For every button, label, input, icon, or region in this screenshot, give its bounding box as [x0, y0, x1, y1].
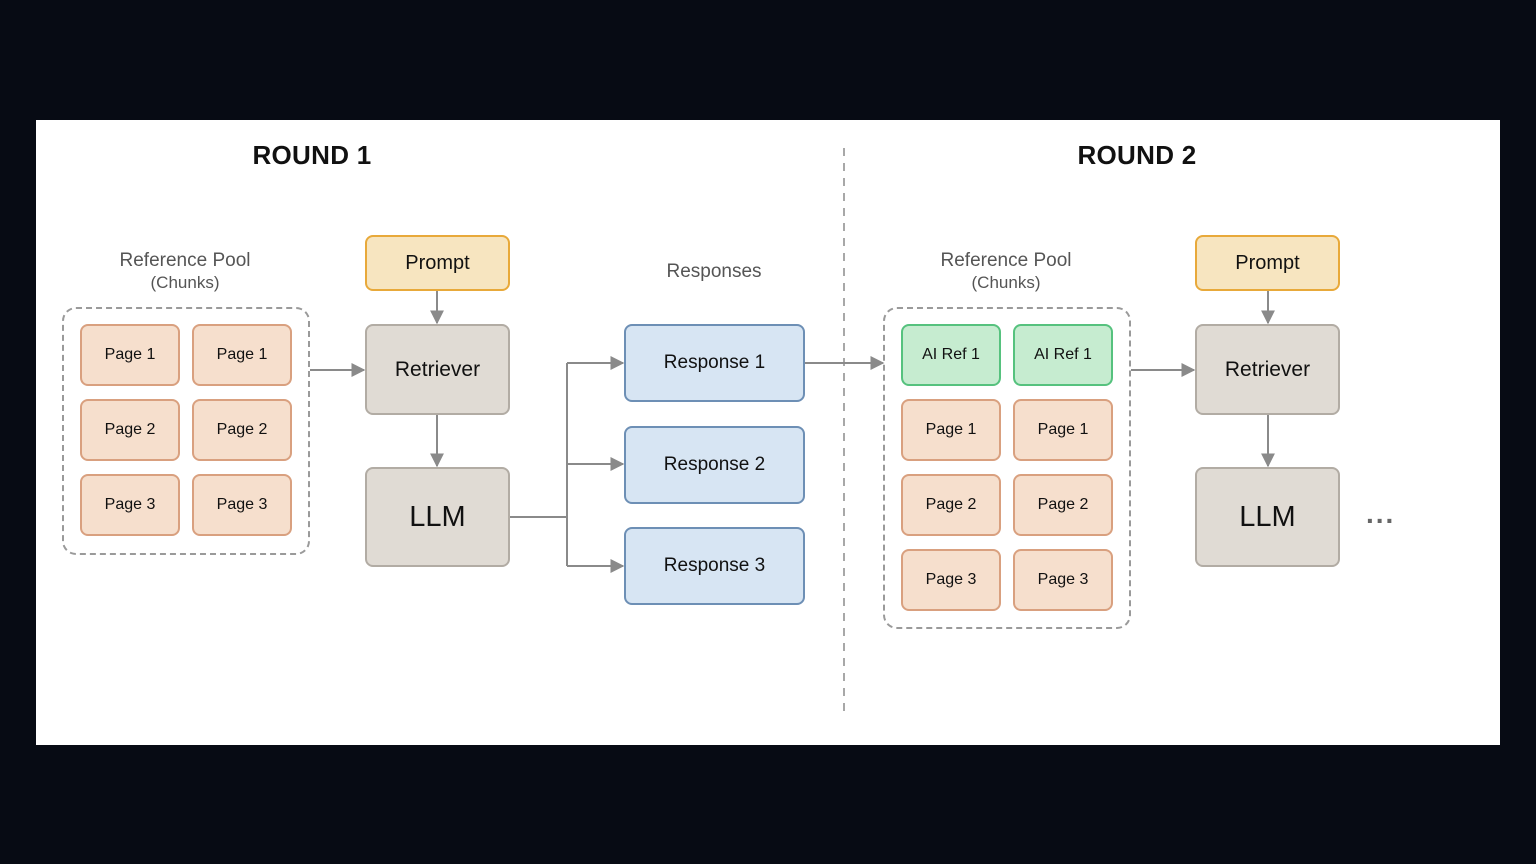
- page-chunk: Page 2: [1013, 474, 1113, 536]
- response-box: Response 1: [624, 324, 805, 402]
- connectors: [310, 148, 1275, 712]
- responses-label: Responses: [666, 261, 762, 282]
- retriever-box-r1: Retriever: [365, 324, 510, 415]
- reference-pool-subtitle: (Chunks): [150, 273, 220, 292]
- page-chunk: Page 1: [192, 324, 292, 386]
- ai-ref-chunk: AI Ref 1: [1013, 324, 1113, 386]
- reference-pool-title: Reference Pool: [940, 250, 1072, 271]
- diagram-panel: ROUND 1 Reference Pool (Chunks) Page 1 P…: [36, 120, 1500, 745]
- reference-pool-label-r1: Reference Pool (Chunks): [75, 250, 295, 294]
- retriever-box-r2: Retriever: [1195, 324, 1340, 415]
- reference-pool-title: Reference Pool: [119, 250, 251, 271]
- prompt-box-r2: Prompt: [1195, 235, 1340, 291]
- page-chunk: Page 3: [80, 474, 180, 536]
- arrow-llm-to-responses: [510, 356, 625, 573]
- response-box: Response 3: [624, 527, 805, 605]
- page-chunk: Page 2: [192, 399, 292, 461]
- reference-pool-subtitle: (Chunks): [971, 273, 1041, 292]
- page-chunk: Page 2: [901, 474, 1001, 536]
- llm-box-r2: LLM: [1195, 467, 1340, 567]
- ai-ref-chunk: AI Ref 1: [901, 324, 1001, 386]
- page-chunk: Page 2: [80, 399, 180, 461]
- reference-pool-label-r2: Reference Pool (Chunks): [896, 250, 1116, 294]
- prompt-box-r1: Prompt: [365, 235, 510, 291]
- page-chunk: Page 3: [901, 549, 1001, 611]
- continuation-ellipsis: ...: [1366, 498, 1396, 529]
- reference-pool-r1: [62, 307, 310, 555]
- page-chunk: Page 1: [1013, 399, 1113, 461]
- llm-box-r1: LLM: [365, 467, 510, 567]
- page-chunk: Page 3: [192, 474, 292, 536]
- page-chunk: Page 1: [80, 324, 180, 386]
- round-1-title: ROUND 1: [252, 140, 372, 170]
- page-chunk: Page 3: [1013, 549, 1113, 611]
- response-box: Response 2: [624, 426, 805, 504]
- reference-pool-r2: [883, 307, 1131, 629]
- round-2-title: ROUND 2: [1077, 140, 1197, 170]
- page-chunk: Page 1: [901, 399, 1001, 461]
